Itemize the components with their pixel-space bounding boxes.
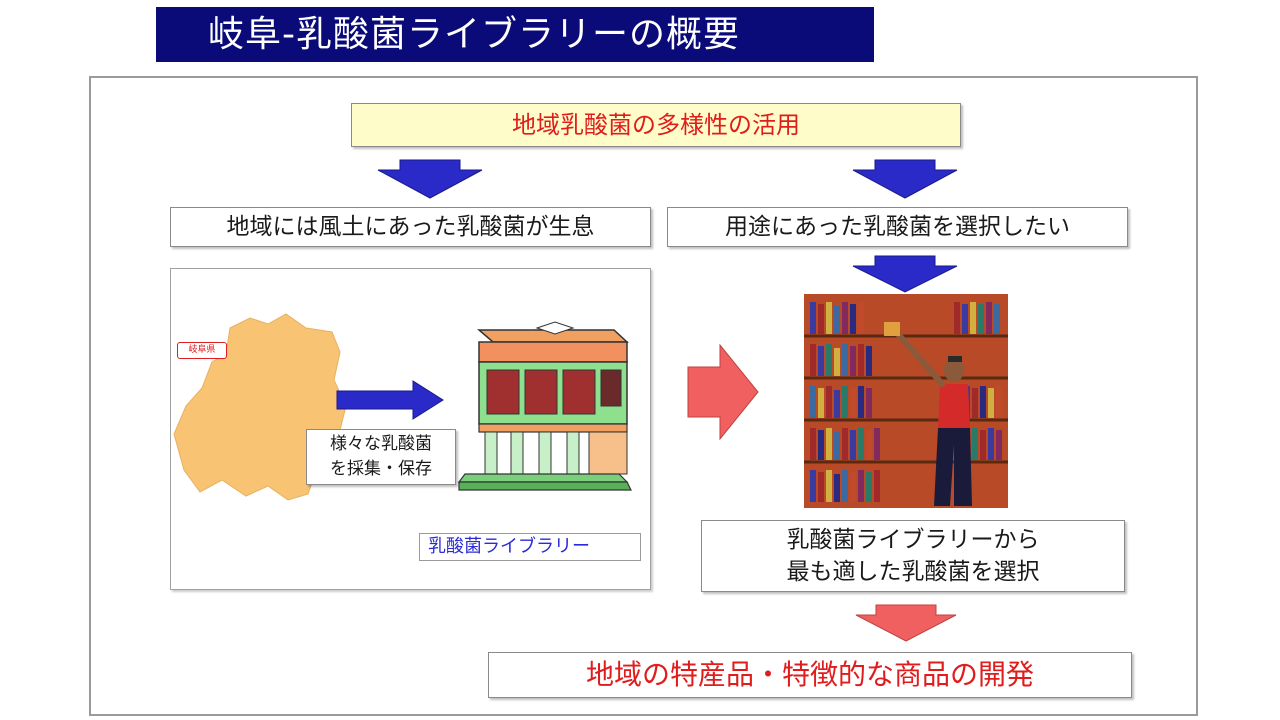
library-building-illustration bbox=[457, 321, 632, 491]
right-arrow-icon bbox=[687, 343, 759, 441]
down-arrow-icon bbox=[852, 159, 958, 199]
select-line-2: 最も適した乳酸菌を選択 bbox=[786, 559, 1040, 585]
selection-box: 乳酸菌ライブラリーから 最も適した乳酸菌を選択 bbox=[701, 520, 1125, 592]
down-arrow-icon bbox=[852, 255, 958, 293]
top-banner: 地域乳酸菌の多様性の活用 bbox=[351, 103, 961, 147]
collect-line-1: 様々な乳酸菌 bbox=[330, 434, 432, 454]
left-statement-box: 地域には風土にあった乳酸菌が生息 bbox=[170, 207, 651, 247]
collect-line-2: を採集・保存 bbox=[330, 459, 432, 479]
page-title: 岐阜-乳酸菌ライブラリーの概要 bbox=[156, 7, 874, 62]
map-illustration bbox=[173, 313, 347, 501]
bookshelf-illustration bbox=[804, 294, 1008, 508]
library-label: 乳酸菌ライブラリー bbox=[419, 533, 641, 561]
outcome-box: 地域の特産品・特徴的な商品の開発 bbox=[488, 652, 1132, 698]
down-arrow-icon bbox=[377, 159, 483, 199]
collect-label: 様々な乳酸菌 を採集・保存 bbox=[306, 429, 456, 485]
select-line-1: 乳酸菌ライブラリーから bbox=[786, 527, 1040, 553]
right-arrow-icon bbox=[336, 380, 444, 420]
prefecture-label: 岐阜県 bbox=[177, 342, 227, 359]
right-statement-box: 用途にあった乳酸菌を選択したい bbox=[667, 207, 1128, 247]
down-arrow-icon bbox=[855, 604, 957, 642]
